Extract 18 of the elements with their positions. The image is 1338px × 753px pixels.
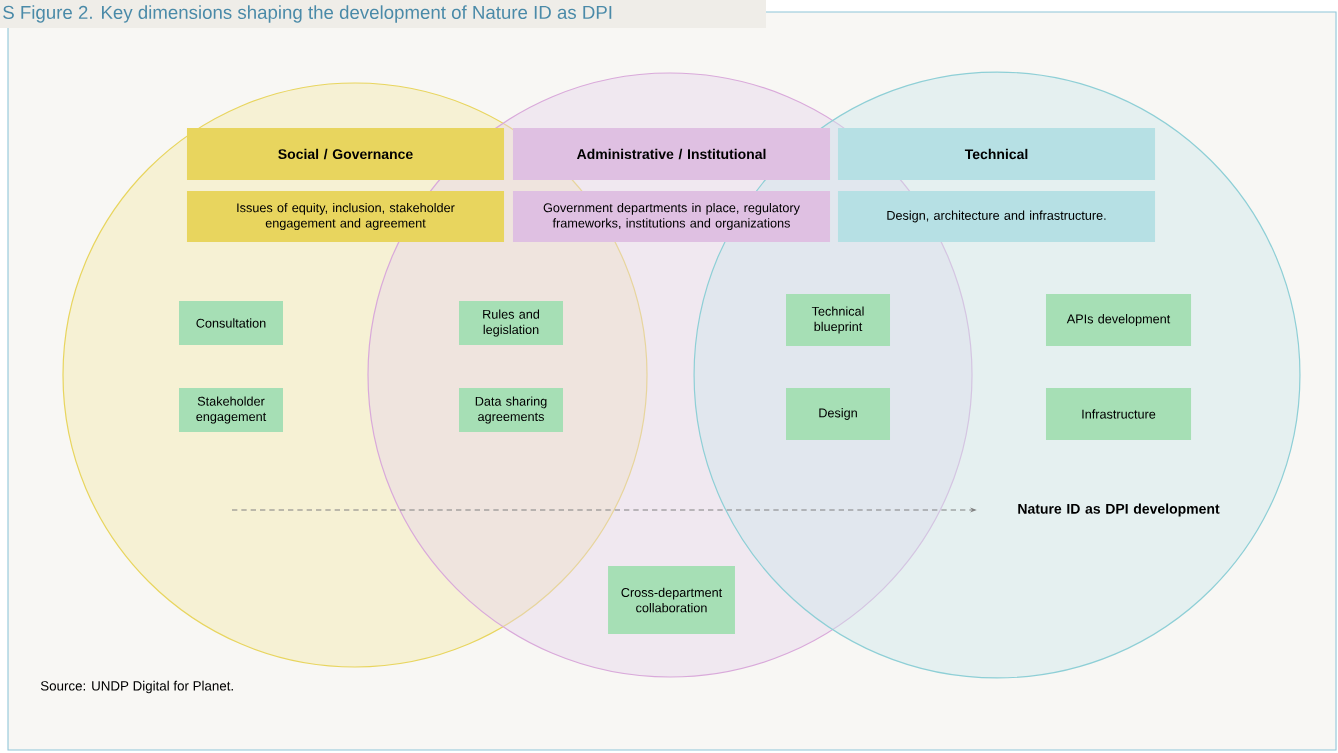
topic-box: Rules and legislation: [459, 301, 563, 345]
topic-box: Cross-department collaboration: [608, 566, 735, 634]
topic-box: Consultation: [179, 301, 283, 345]
header-box: Social / Governance: [186, 128, 505, 180]
topic-box: Technical blueprint: [786, 294, 890, 346]
goal-label: Nature ID as DPI development: [1018, 503, 1220, 517]
description-box: Design, architecture and infrastructure.: [838, 191, 1156, 242]
topic-box: Data sharing agreements: [459, 388, 563, 432]
header-box: Technical: [838, 128, 1156, 180]
topic-box: Infrastructure: [1046, 388, 1192, 440]
topic-box: APIs development: [1046, 294, 1192, 346]
source-note: Source: UNDP Digital for Planet.: [40, 680, 233, 694]
title-bar: S Figure 2. Key dimensions shaping the development of Nature ID as DPI: [0, 0, 766, 28]
topic-box: Design: [786, 388, 890, 440]
topic-box: Stakeholder engagement: [179, 388, 283, 432]
description-box: Issues of equity, inclusion, stakeholder engagement and agreement: [186, 191, 505, 242]
description-box: Government departments in place, regulatory frameworks, institutions and organizations: [512, 191, 831, 242]
header-box: Administrative / Institutional: [512, 128, 831, 180]
